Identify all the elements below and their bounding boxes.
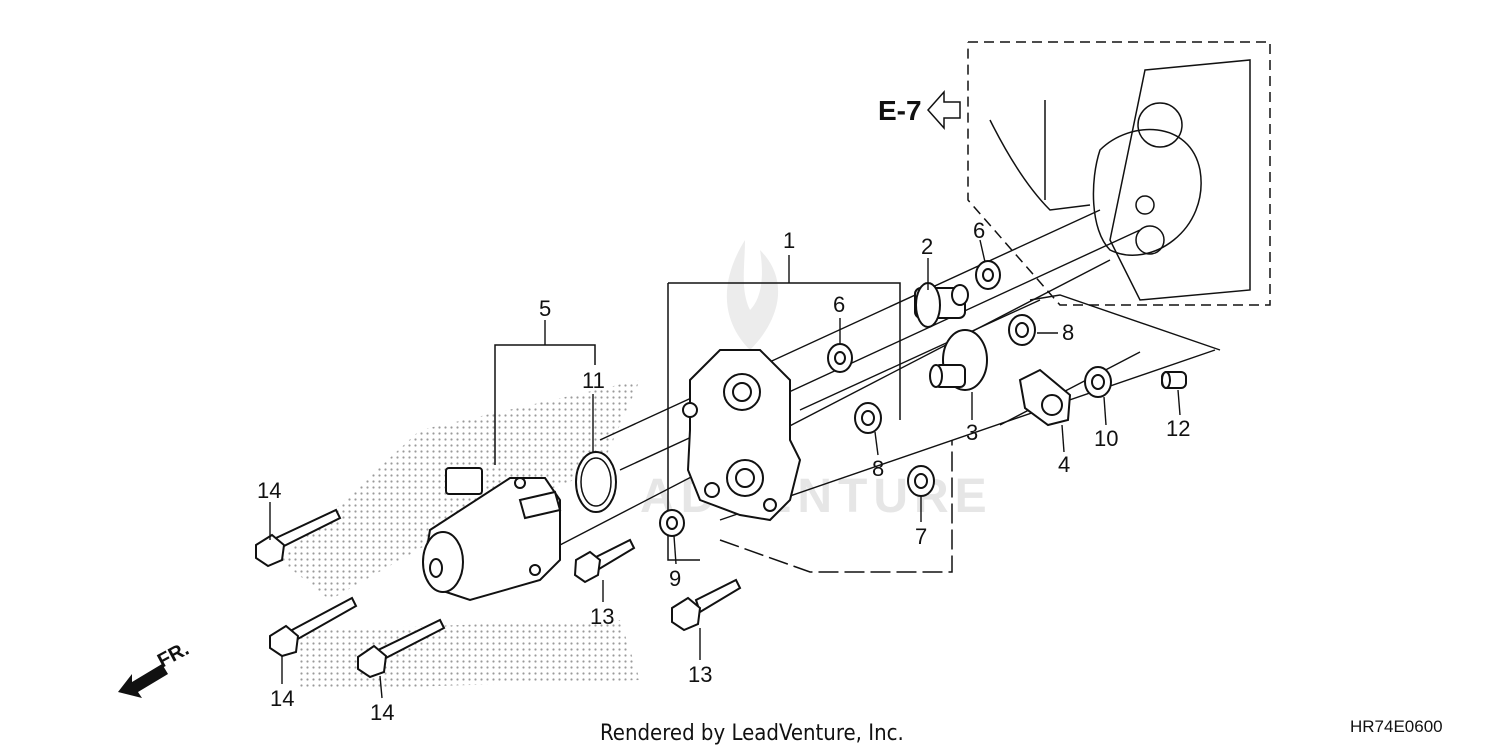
part-13-bolt-lower[interactable] [671,578,742,632]
front-arrow-icon [118,664,168,698]
part-14-bolt-upper[interactable] [255,508,342,568]
engine-case-reference-frame [967,41,1271,306]
callout-1[interactable]: 1 [783,228,795,253]
rendered-by-credit: Rendered by LeadVenture, Inc. [600,721,904,746]
part-5-motor[interactable] [422,467,562,602]
callout-4[interactable]: 4 [1058,452,1070,477]
arrow-left-icon [926,90,961,130]
part-9-washer[interactable] [659,509,685,537]
reference-code: E-7 [878,95,922,126]
diagram-code: HR74E0600 [1350,717,1443,736]
callout-14-lower[interactable]: 14 [370,700,394,725]
leader-lines [269,239,1181,699]
callout-13-upper[interactable]: 13 [590,604,614,629]
callout-8-center[interactable]: 8 [872,456,884,481]
part-8-bearing-right[interactable] [1008,314,1036,346]
callout-5[interactable]: 5 [539,296,551,321]
callout-12[interactable]: 12 [1166,416,1190,441]
part-11-o-ring[interactable] [575,451,617,513]
callout-7[interactable]: 7 [915,524,927,549]
part-12-dowel-pin[interactable] [1161,371,1187,389]
part-14-bolt-middle[interactable] [269,596,358,658]
part-6-bearing-lower[interactable] [827,343,853,373]
callout-14-upper[interactable]: 14 [257,478,281,503]
callout-2[interactable]: 2 [921,234,933,259]
part-13-bolt-upper[interactable] [573,538,636,584]
part-10-bearing[interactable] [1084,366,1112,398]
callout-6-upper[interactable]: 6 [973,218,985,243]
callout-11[interactable]: 11 [582,368,605,393]
callout-13-lower[interactable]: 13 [688,662,712,687]
callout-10[interactable]: 10 [1094,426,1118,451]
callout-6-lower[interactable]: 6 [833,292,845,317]
part-3-double-gear[interactable] [929,329,988,391]
callout-labels: 1 2 3 4 5 6 6 7 8 8 9 10 11 12 13 13 14 … [257,218,1190,725]
part-7-bearing[interactable] [907,465,935,497]
callout-3[interactable]: 3 [966,420,978,445]
part-4-sector-gear[interactable] [1018,368,1072,427]
part-14-bolt-lower[interactable] [357,618,446,679]
group-bracket-5 [494,320,596,465]
callout-9[interactable]: 9 [669,566,681,591]
front-direction-marker: FR. [118,638,193,698]
reference-e7[interactable]: E-7 [878,90,961,130]
part-2-gear[interactable] [914,282,969,328]
callout-8-right[interactable]: 8 [1062,320,1074,345]
callout-14-middle[interactable]: 14 [270,686,294,711]
part-1-cover[interactable] [682,349,802,522]
group-bracket-1 [667,255,953,573]
part-6-bearing-upper[interactable] [975,260,1001,290]
part-8-bearing-center[interactable] [854,402,882,434]
